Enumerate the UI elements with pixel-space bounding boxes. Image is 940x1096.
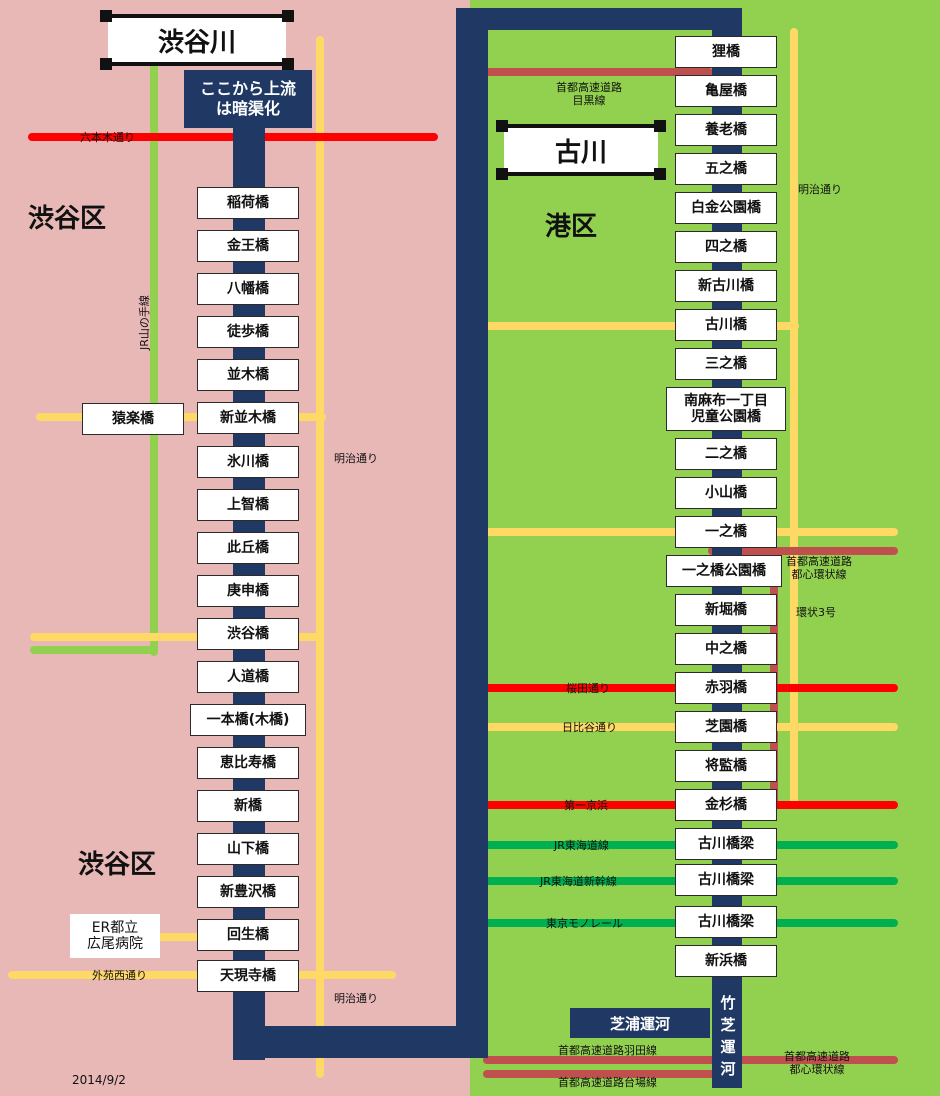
bridge-shibuya-14: 恵比寿橋 <box>197 747 299 779</box>
label-shuto-haneda: 首都高速道路羽田線 <box>558 1044 657 1057</box>
bridge-furukawa-18: 芝園橋 <box>675 711 777 743</box>
date-label: 2014/9/2 <box>72 1073 126 1087</box>
title-corner <box>282 58 294 70</box>
title-corner <box>496 120 508 132</box>
title-corner <box>654 120 666 132</box>
furukawa-top-channel <box>456 8 742 30</box>
shuto-daiba-line <box>483 1070 733 1078</box>
bridge-furukawa-12: 小山橋 <box>675 477 777 509</box>
label-kanjo3: 環状3号 <box>796 606 836 619</box>
title-corner <box>654 168 666 180</box>
hospital-label: ER都立 広尾病院 <box>70 914 160 958</box>
shuto-haneda-line <box>483 1056 898 1064</box>
bridge-furukawa-23: 古川橋梁 <box>675 906 777 938</box>
bridge-furukawa-22: 古川橋梁 <box>675 864 777 896</box>
label-meiji-dori-bottom: 明治通り <box>334 992 378 1005</box>
bridge-furukawa-16: 中之橋 <box>675 633 777 665</box>
title-corner <box>282 10 294 22</box>
label-roppongi-dori: 六本木通り <box>80 131 135 144</box>
bridge-furukawa-11: 二之橋 <box>675 438 777 470</box>
label-yamanote-line: JR山の手線 <box>138 295 151 350</box>
bridge-furukawa-15: 新堀橋 <box>675 594 777 626</box>
shuto-meguro-line <box>483 68 713 76</box>
label-sakurada-dori: 桜田通り <box>566 682 610 695</box>
bridge-furukawa-13: 一之橋 <box>675 516 777 548</box>
bridge-shibuya-7: 氷川橋 <box>197 446 299 478</box>
label-tokyo-monorail: 東京モノレール <box>546 917 623 930</box>
bridge-furukawa-3: 養老橋 <box>675 114 777 146</box>
bridge-shibuya-10: 庚申橋 <box>197 575 299 607</box>
bridge-furukawa-8: 古川橋 <box>675 309 777 341</box>
yamanote-line <box>150 60 158 656</box>
label-hibiya-dori: 日比谷通り <box>562 721 617 734</box>
bridge-shibuya-11: 渋谷橋 <box>197 618 299 650</box>
bridge-furukawa-10: 南麻布一丁目 児童公園橋 <box>666 387 786 431</box>
bridge-shibuya-5: 並木橋 <box>197 359 299 391</box>
bridge-sarugaku: 猿楽橋 <box>82 403 184 435</box>
road-shibuya-bashi <box>30 633 324 641</box>
title-corner <box>496 168 508 180</box>
ward-minato: 港区 <box>545 212 598 242</box>
title-corner <box>100 58 112 70</box>
bridge-shibuya-6: 新並木橋 <box>197 402 299 434</box>
bridge-furukawa-6: 四之橋 <box>675 231 777 263</box>
bridge-shibuya-4: 徒歩橋 <box>197 316 299 348</box>
bridge-shibuya-1: 稲荷橋 <box>197 187 299 219</box>
label-gaien-nishi-dori: 外苑西通り <box>92 969 147 982</box>
bridge-furukawa-17: 赤羽橋 <box>675 672 777 704</box>
bridge-furukawa-5: 白金公園橋 <box>675 192 777 224</box>
road-furukawa-bashi <box>483 322 799 330</box>
river-bend-channel <box>233 1026 471 1058</box>
bridge-shibuya-18: 回生橋 <box>197 919 299 951</box>
bridge-shibuya-16: 山下橋 <box>197 833 299 865</box>
title-corner <box>100 10 112 22</box>
bridge-shibuya-9: 此丘橋 <box>197 532 299 564</box>
bridge-furukawa-24: 新浜橋 <box>675 945 777 977</box>
bridge-shibuya-12: 人道橋 <box>197 661 299 693</box>
furukawa-river-title: 古川 <box>504 124 658 176</box>
label-daiichi-keihin: 第一京浜 <box>564 799 608 812</box>
furukawa-river-channel <box>456 8 488 1058</box>
bridge-furukawa-4: 五之橋 <box>675 153 777 185</box>
label-shuto-daiba: 首都高速道路台場線 <box>558 1076 657 1089</box>
bridge-shibuya-3: 八幡橋 <box>197 273 299 305</box>
bridge-furukawa-20: 金杉橋 <box>675 789 777 821</box>
label-shuto-toshin-mid: 首都高速道路 都心環状線 <box>786 555 852 581</box>
label-meiji-dori-right: 明治通り <box>798 183 842 196</box>
meiji-dori-left <box>316 36 324 1078</box>
bridge-shibuya-8: 上智橋 <box>197 489 299 521</box>
label-meiji-dori-left: 明治通り <box>334 452 378 465</box>
shibaura-canal: 芝浦運河 <box>570 1008 710 1038</box>
label-jr-shinkansen: JR東海道新幹線 <box>540 875 617 888</box>
yamanote-line-branch <box>30 646 158 654</box>
shuto-toshin-loop <box>708 547 898 555</box>
bridge-furukawa-7: 新古川橋 <box>675 270 777 302</box>
bridge-shibuya-2: 金王橋 <box>197 230 299 262</box>
bridge-furukawa-9: 三之橋 <box>675 348 777 380</box>
bridge-furukawa-14: 一之橋公園橋 <box>666 555 782 587</box>
bridge-shibuya-17: 新豊沢橋 <box>197 876 299 908</box>
bridge-furukawa-19: 将監橋 <box>675 750 777 782</box>
culvert-note: ここから上流 は暗渠化 <box>184 70 312 128</box>
bridge-furukawa-1: 狸橋 <box>675 36 777 68</box>
label-jr-tokaido: JR東海道線 <box>554 839 609 852</box>
label-shuto-toshin-bottom: 首都高速道路 都心環状線 <box>784 1050 850 1076</box>
label-shuto-meguro: 首都高速道路 目黒線 <box>556 81 622 107</box>
road-kaisei <box>140 933 250 941</box>
bridge-furukawa-2: 亀屋橋 <box>675 75 777 107</box>
ward-shibuya-lower: 渋谷区 <box>78 850 157 880</box>
takeshiba-canal: 竹 芝 運 河 <box>720 994 736 1078</box>
bridge-furukawa-21: 古川橋梁 <box>675 828 777 860</box>
shibuya-river-title: 渋谷川 <box>108 14 286 66</box>
ward-shibuya-upper: 渋谷区 <box>28 204 107 234</box>
bridge-shibuya-15: 新橋 <box>197 790 299 822</box>
meiji-dori-right <box>790 28 798 804</box>
bridge-shibuya-13: 一本橋(木橋) <box>190 704 306 736</box>
bridge-shibuya-19: 天現寺橋 <box>197 960 299 992</box>
